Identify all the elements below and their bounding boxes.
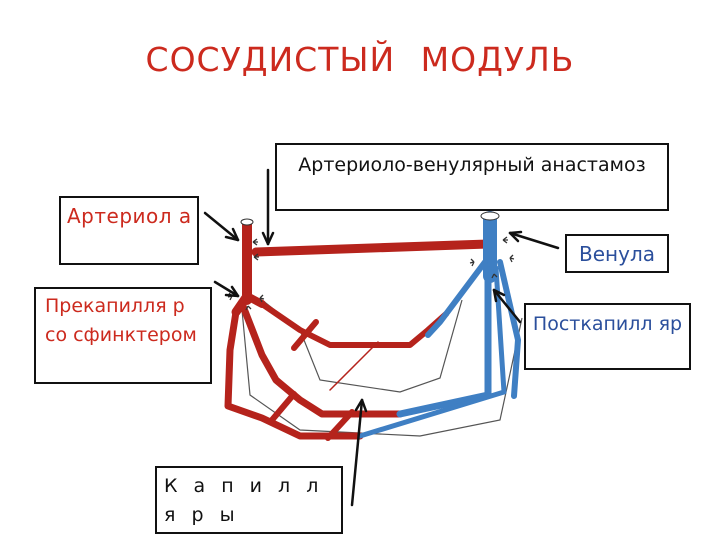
sphincter-marks — [227, 236, 515, 311]
label-capillaries: К а п и л л я р ы — [155, 466, 343, 534]
capillary-connector-2 — [269, 391, 297, 423]
capillary-diagonal-thin — [329, 341, 379, 391]
label-precapillary: Прекапилля р со сфинктером — [34, 287, 212, 384]
postcapillary-4 — [497, 259, 521, 399]
postcapillary-3 — [357, 265, 507, 439]
capillary-connector-3 — [325, 409, 355, 441]
venule-opening — [480, 211, 500, 221]
postcapillary-1 — [425, 259, 488, 338]
anastomosis-vessel — [251, 239, 493, 257]
arrow-arteriole — [203, 211, 240, 242]
label-arteriole: Артериол а — [59, 196, 199, 265]
capillary-connector-1 — [291, 319, 319, 351]
arrow-venule — [508, 230, 560, 250]
capillary-middle — [239, 302, 404, 418]
sphincter-arteriole-top — [252, 238, 259, 261]
label-postcapillary: Посткапилл яр — [524, 303, 691, 370]
arrow-postcapillary — [492, 288, 522, 324]
slide-title: СОСУДИСТЫЙ МОДУЛЬ — [145, 40, 575, 79]
venous-vessels — [357, 211, 521, 439]
capillary-outer — [224, 308, 364, 440]
arteriole-opening — [240, 218, 254, 226]
label-anastomosis: Артериоло-венулярный анастамоз — [275, 143, 669, 211]
pointer-arrows — [203, 168, 560, 507]
capillary-upper — [259, 301, 449, 348]
label-venule: Венула — [565, 234, 669, 273]
sphincter-venule — [469, 236, 515, 279]
arrow-capillaries — [350, 398, 368, 507]
arrow-precapillary — [213, 280, 240, 298]
arrow-anastomosis — [261, 168, 275, 246]
